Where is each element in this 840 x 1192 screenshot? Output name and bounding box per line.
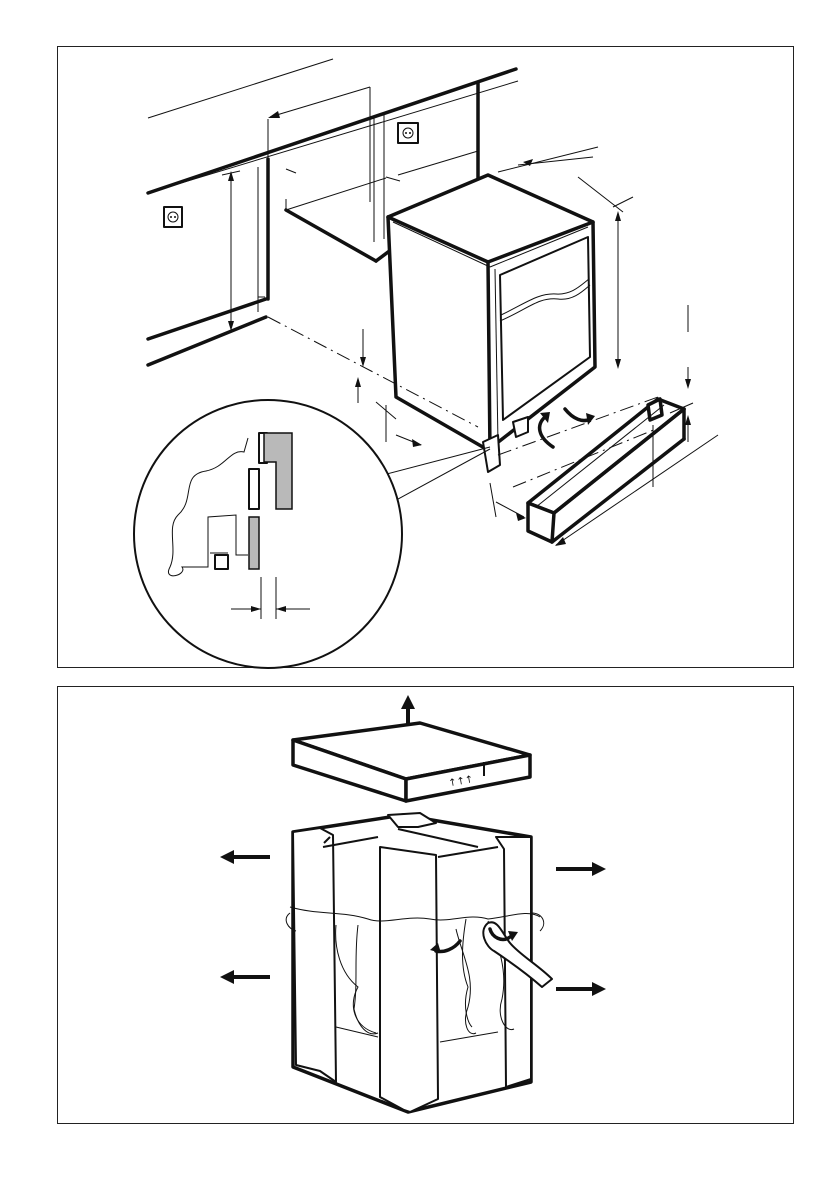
gap-detail [134, 400, 402, 668]
unpacking-figure-panel: ↑↑↑ [57, 686, 794, 1124]
door-panel-section [249, 517, 259, 569]
worktop-line [148, 59, 333, 118]
packaging-box [286, 813, 543, 1112]
power-socket-right-icon [398, 123, 418, 143]
installation-drawing [58, 47, 795, 669]
installation-figure-panel [57, 46, 794, 668]
foot-screw [215, 555, 228, 569]
left-cabinet-plinth [148, 317, 266, 365]
packaging-lid: ↑↑↑ [293, 723, 530, 801]
plinth-board [528, 399, 684, 542]
fridge-appliance [388, 175, 595, 472]
unpacking-drawing: ↑↑↑ [58, 687, 795, 1125]
rotate-arrow-left-icon [540, 417, 553, 447]
worktop-front-edge [148, 69, 516, 193]
left-cabinet-base [148, 299, 266, 339]
power-socket-left-icon [164, 207, 182, 227]
niche-floor-edge [286, 210, 376, 261]
rotate-arrow-right-icon [565, 409, 590, 421]
width-dimension-line [270, 87, 370, 117]
